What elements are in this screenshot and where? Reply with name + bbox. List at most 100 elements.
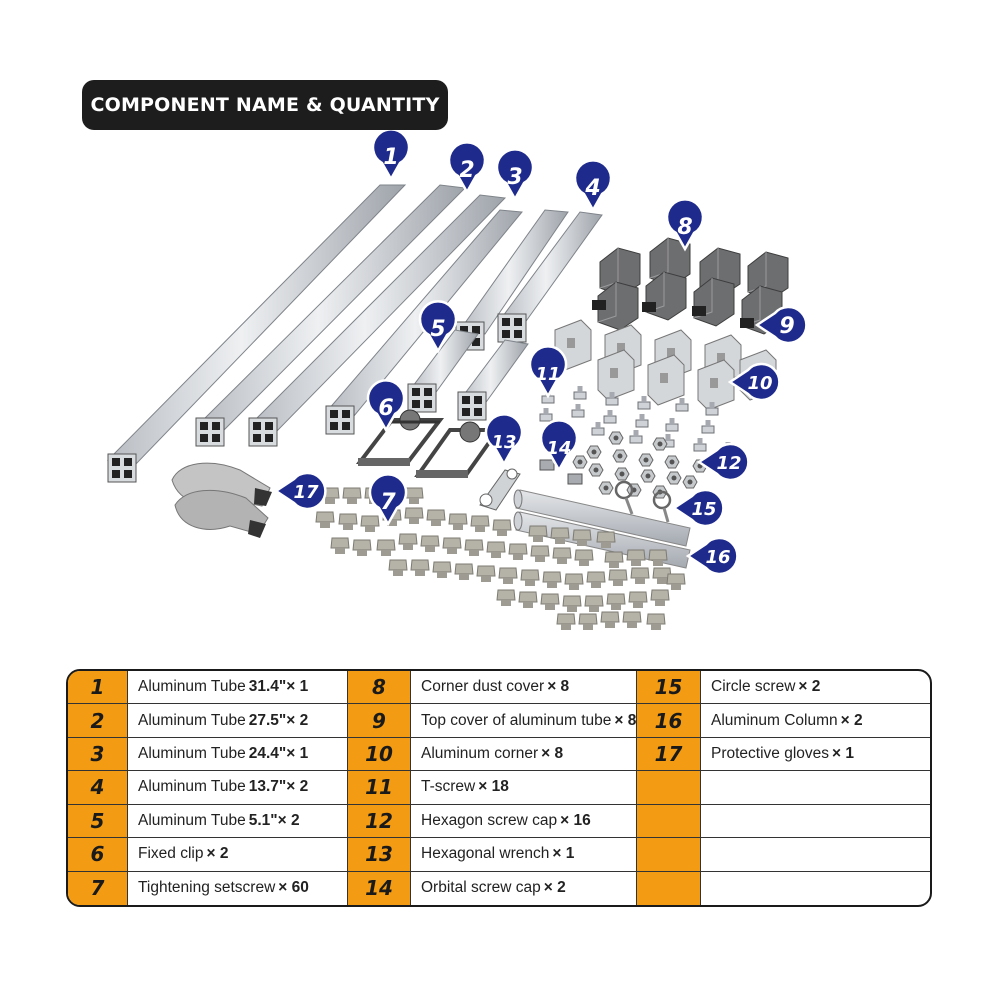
item-description: Circle screw× 2	[701, 671, 930, 705]
item-quantity: 13.7"× 2	[248, 778, 309, 796]
svg-text:15: 15	[691, 499, 716, 520]
item-number	[637, 804, 701, 839]
item-name: Hexagon screw cap	[421, 811, 558, 829]
item-quantity: 27.5"× 2	[248, 711, 309, 729]
item-name: Fixed clip	[138, 845, 204, 863]
item-description: T-screw× 18	[411, 771, 637, 805]
item-number: 8	[348, 671, 411, 705]
svg-text:1: 1	[383, 145, 398, 170]
svg-text:4: 4	[584, 176, 600, 201]
item-name: Circle screw	[711, 678, 796, 696]
item-quantity: × 8	[614, 711, 637, 729]
item-name: Aluminum Tube	[138, 678, 246, 696]
item-description	[701, 805, 930, 839]
item-quantity: 5.1"× 2	[248, 811, 300, 829]
callout-3: 3	[495, 148, 535, 201]
aluminum-tubes	[106, 184, 603, 483]
page-title: COMPONENT NAME & QUANTITY	[82, 80, 448, 130]
item-quantity: × 60	[278, 879, 309, 897]
item-description	[701, 838, 930, 872]
svg-text:16: 16	[705, 547, 730, 568]
item-number: 6	[68, 838, 128, 872]
item-description	[701, 872, 930, 905]
item-name: Aluminum Tube	[138, 745, 246, 763]
item-number: 17	[637, 737, 701, 772]
item-number: 15	[637, 671, 701, 705]
corner-dust-covers	[597, 237, 789, 335]
callout-9: 9	[754, 305, 808, 345]
item-description: Hexagon screw cap× 16	[411, 804, 637, 839]
item-quantity: × 1	[832, 745, 855, 763]
item-description: Aluminum corner× 8	[411, 737, 637, 772]
item-quantity: 31.4"× 1	[248, 678, 309, 696]
item-description: Corner dust cover× 8	[411, 671, 637, 705]
svg-text:5: 5	[430, 317, 445, 342]
item-quantity: × 2	[543, 879, 566, 897]
callout-8: 8	[665, 198, 705, 251]
callout-12: 12	[696, 442, 750, 482]
item-number: 11	[348, 771, 411, 805]
item-name: Aluminum Tube	[138, 811, 246, 829]
svg-text:10: 10	[747, 373, 772, 394]
svg-text:9: 9	[779, 314, 794, 339]
svg-text:6: 6	[378, 396, 393, 421]
item-description: Protective gloves× 1	[701, 738, 930, 772]
item-description: Fixed clip× 2	[128, 838, 348, 872]
orbital-screw-caps	[539, 459, 583, 485]
svg-text:2: 2	[459, 158, 474, 183]
svg-text:14: 14	[546, 438, 571, 459]
item-number: 3	[68, 737, 128, 772]
callout-11: 11	[528, 345, 568, 398]
item-number: 13	[348, 838, 411, 872]
callout-7: 7	[368, 473, 408, 526]
item-quantity: 24.4"× 1	[248, 745, 309, 763]
item-name: Aluminum Tube	[138, 778, 246, 796]
item-name: Tightening setscrew	[138, 879, 276, 897]
callout-2: 2	[447, 141, 487, 194]
callout-5: 5	[418, 300, 458, 353]
item-quantity: × 18	[478, 778, 509, 796]
svg-text:12: 12	[716, 453, 741, 474]
callout-13: 13	[484, 413, 524, 466]
item-name: Aluminum Tube	[138, 711, 246, 729]
svg-text:3: 3	[507, 165, 522, 190]
item-description	[701, 771, 930, 805]
item-number: 16	[637, 704, 701, 738]
item-name: Orbital screw cap	[421, 879, 541, 897]
callout-4: 4	[573, 159, 613, 212]
circle-screws	[614, 480, 672, 523]
item-number	[637, 871, 701, 905]
item-description: Orbital screw cap× 2	[411, 871, 637, 905]
item-name: Protective gloves	[711, 745, 830, 763]
item-number: 5	[68, 804, 128, 839]
item-number	[637, 838, 701, 872]
item-description: Top cover of aluminum tube× 8	[411, 704, 637, 738]
item-number: 4	[68, 771, 128, 805]
item-name: Aluminum Column	[711, 711, 838, 729]
item-quantity: × 2	[798, 678, 821, 696]
item-name: Top cover of aluminum tube	[421, 711, 612, 729]
item-number: 7	[68, 871, 128, 905]
item-number: 2	[68, 704, 128, 738]
callout-6: 6	[366, 379, 406, 432]
item-quantity: × 8	[547, 678, 570, 696]
callout-markers: 1 2 3 4 5 6 7 8 11 13 14 9 10 12 15 16	[273, 130, 808, 576]
callout-1: 1	[371, 130, 411, 181]
item-name: T-screw	[421, 778, 476, 796]
components-illustration: 1 2 3 4 5 6 7 8 11 13 14 9 10 12 15 16	[106, 130, 808, 631]
svg-text:7: 7	[380, 490, 396, 515]
hexagonal-wrench	[479, 468, 521, 511]
item-name: Corner dust cover	[421, 678, 545, 696]
item-number: 14	[348, 871, 411, 905]
item-description: Hexagonal wrench× 1	[411, 838, 637, 872]
aluminum-corners	[554, 319, 777, 411]
item-number: 9	[348, 704, 411, 738]
svg-text:17: 17	[293, 482, 319, 503]
item-name: Hexagonal wrench	[421, 845, 550, 863]
